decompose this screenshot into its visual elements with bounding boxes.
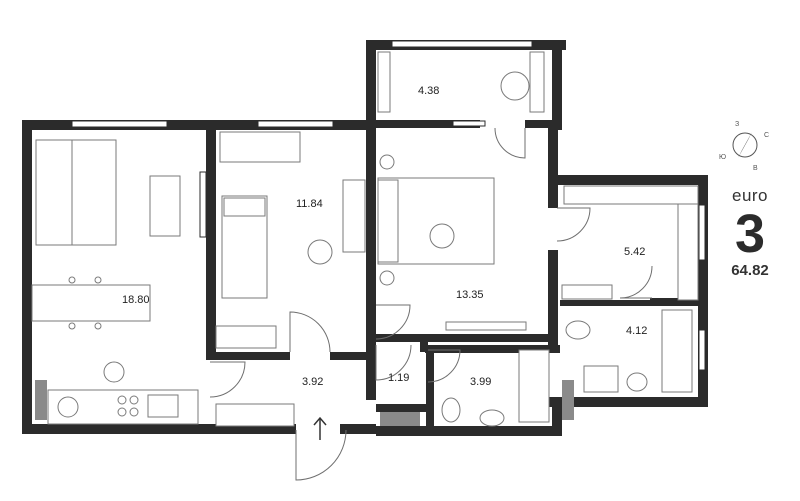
furniture (31, 51, 699, 427)
room-area-wardrobe: 5.42 (624, 246, 645, 258)
room-area-bedroom-1: 11.84 (296, 198, 323, 210)
windows (71, 40, 706, 371)
doors (209, 127, 653, 481)
room-labels: 18.80 11.84 13.35 4.38 3.92 1.19 3.99 5.… (122, 85, 647, 388)
apartment-info: euro 3 64.82 (720, 186, 780, 279)
room-count: 3 (734, 204, 766, 264)
entrance-arrow-icon (313, 416, 327, 440)
room-area-bathroom: 3.99 (470, 376, 491, 388)
total-area: 64.82 (731, 262, 769, 279)
room-area-bedroom-2: 13.35 (456, 289, 484, 301)
compass-s: В (753, 165, 758, 172)
room-area-balcony: 4.38 (418, 85, 439, 97)
room-area-living-kitchen: 18.80 (122, 294, 150, 306)
compass-icon: З С В Ю (719, 121, 769, 172)
compass-n: З (735, 121, 739, 128)
room-area-corridor: 1.19 (388, 372, 409, 384)
compass-e: С (764, 132, 769, 139)
shafts (35, 380, 574, 426)
compass-w: Ю (719, 154, 726, 161)
apartment-type: euro (731, 186, 769, 205)
room-area-bathroom-2: 4.12 (626, 325, 647, 337)
room-area-hall: 3.92 (302, 376, 323, 388)
